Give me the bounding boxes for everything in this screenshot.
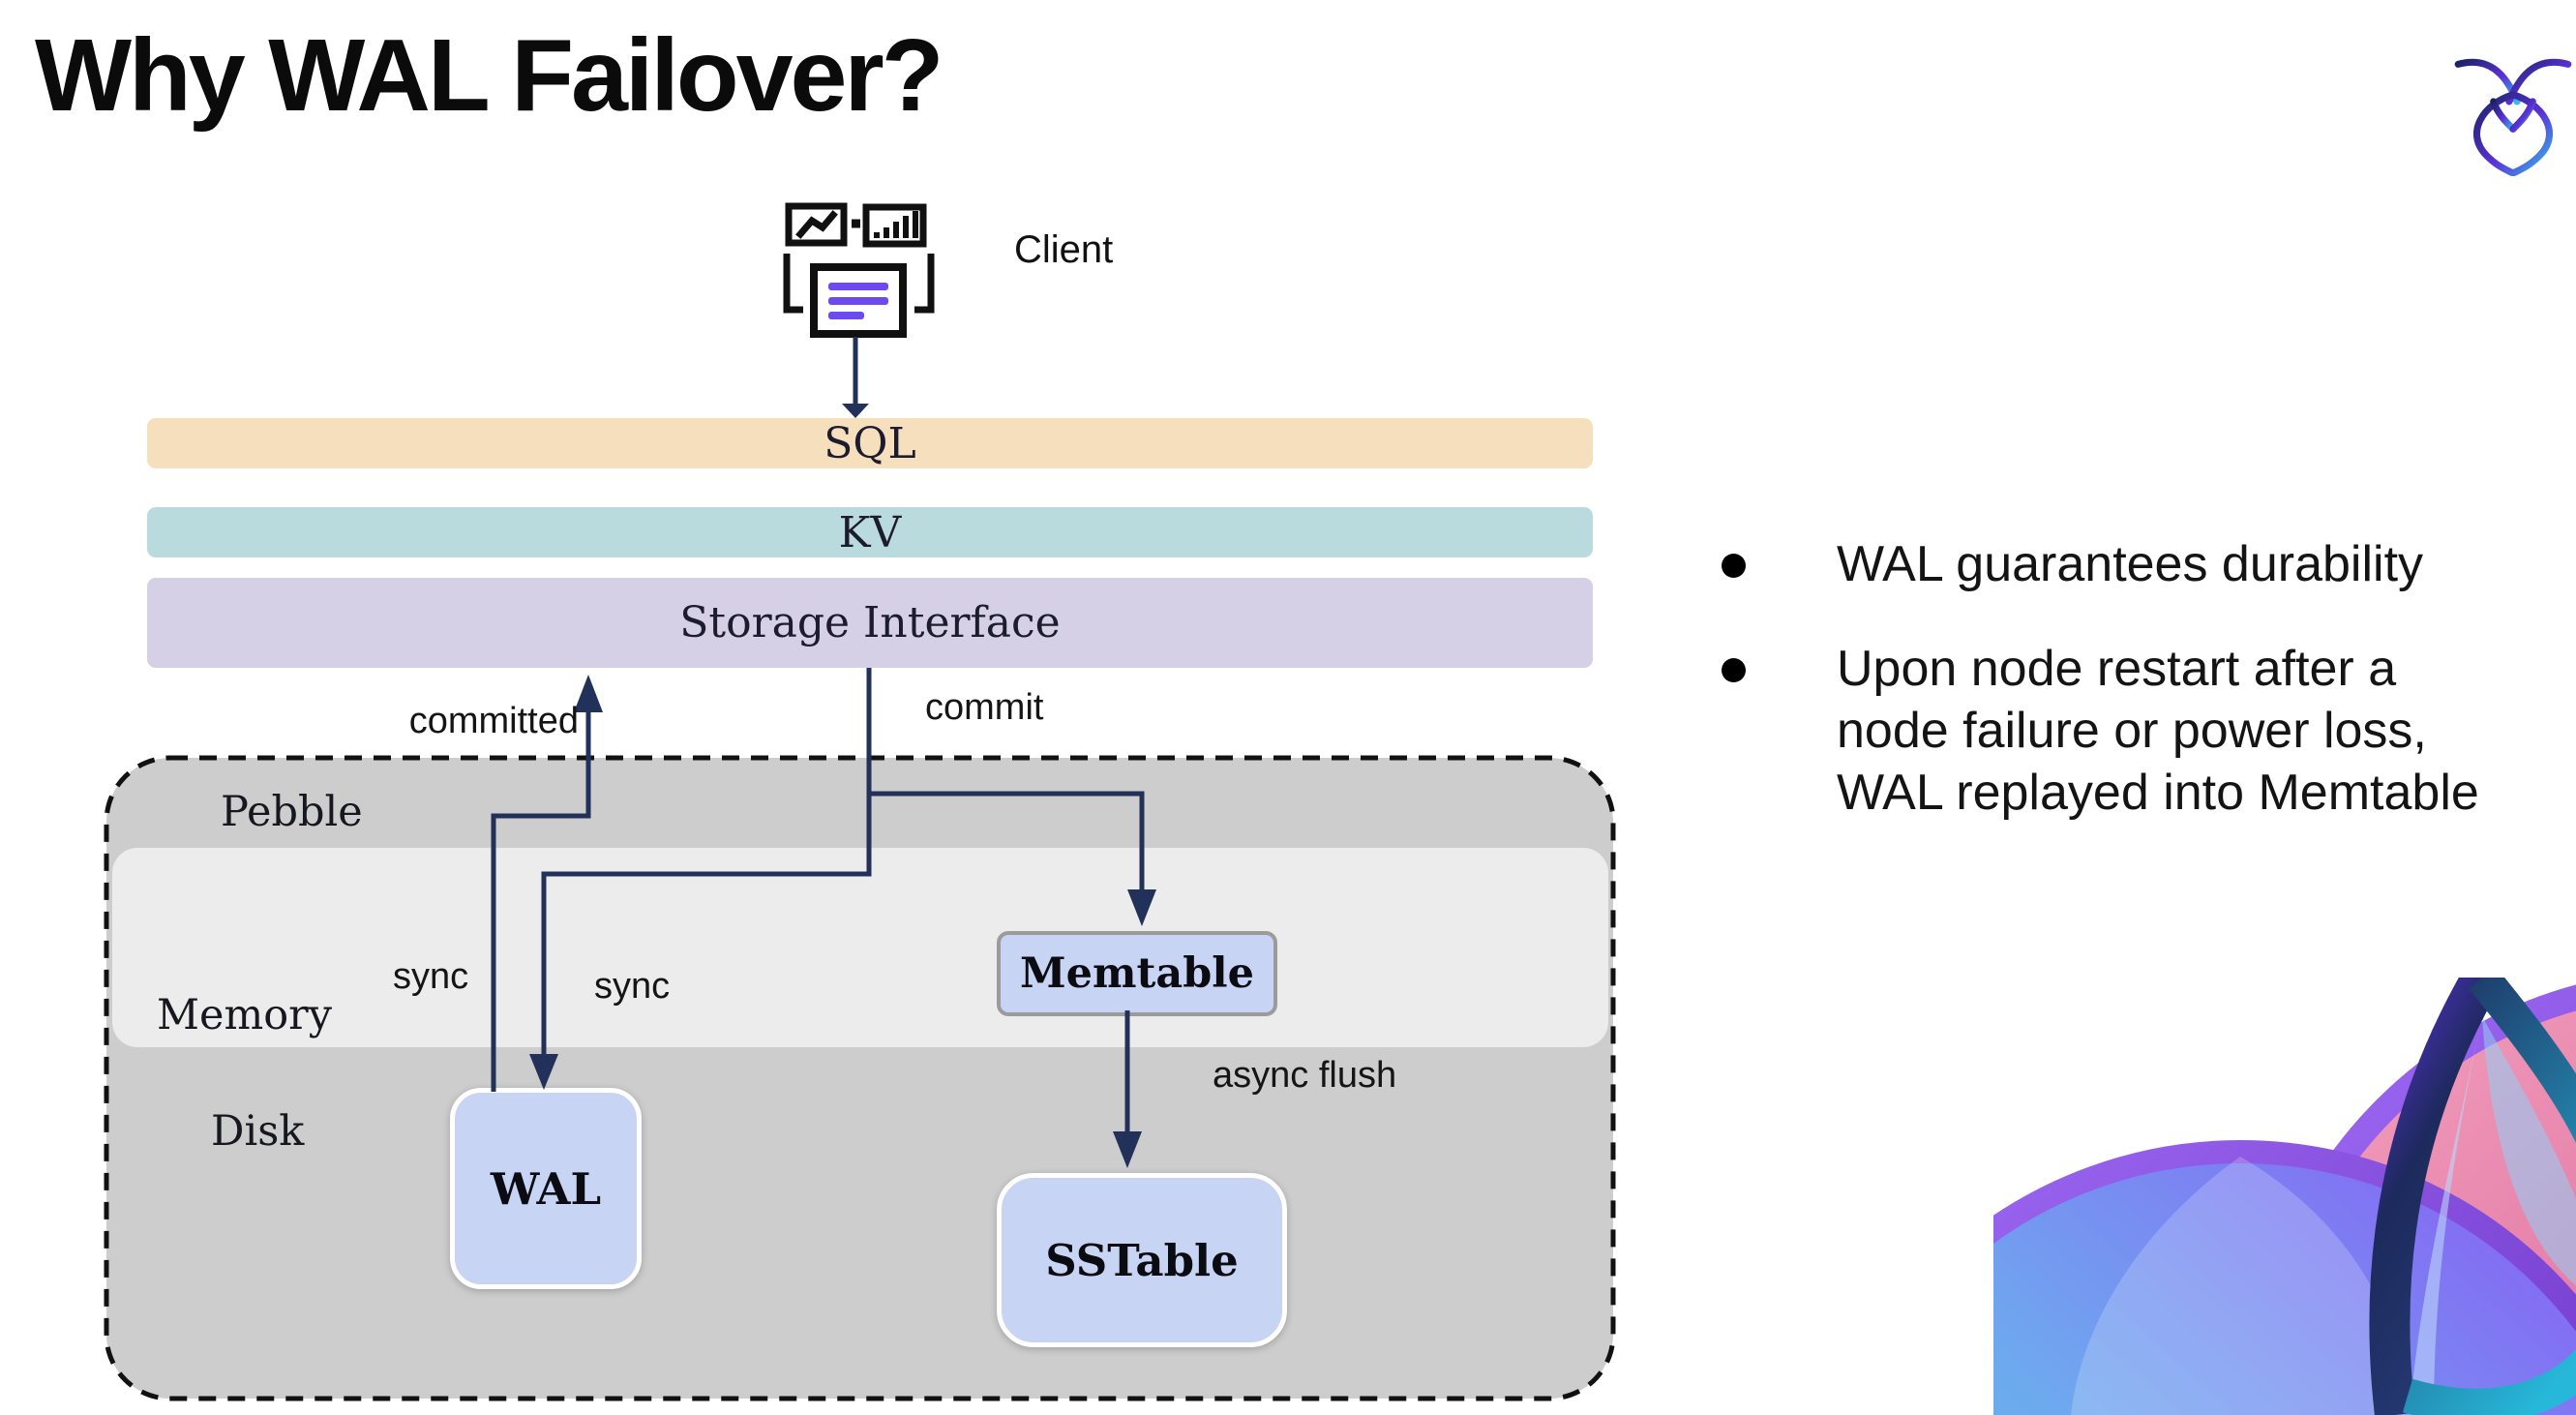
wal-label: WAL: [490, 1162, 602, 1215]
bullet-icon: [1722, 554, 1746, 578]
monitor-brackets: [783, 254, 935, 314]
client-label: Client: [1014, 228, 1114, 271]
cockroachdb-logo-icon: [2454, 58, 2572, 176]
sstable-node: SSTable: [997, 1173, 1287, 1347]
commit-label: commit: [925, 687, 1044, 728]
memtable-node: Memtable: [997, 931, 1277, 1016]
async-flush-label: async flush: [1213, 1055, 1397, 1096]
list-item: Upon node restart after a node failure o…: [1708, 639, 2576, 825]
memory-zone: [112, 848, 1608, 1047]
bullet-list: WAL guarantees durability Upon node rest…: [1708, 534, 2576, 825]
bullet-icon: [1722, 657, 1746, 682]
page-title: Why WAL Failover?: [35, 18, 944, 133]
memtable-label: Memtable: [1020, 949, 1254, 998]
sstable-label: SSTable: [1045, 1234, 1239, 1286]
sync-left-label: sync: [393, 956, 469, 997]
wal-node: WAL: [450, 1088, 642, 1289]
blue-sphere-rim: [1993, 1140, 2576, 1333]
sphere-highlight: [2071, 1157, 2410, 1415]
bullet-text: WAL guarantees durability: [1837, 536, 2424, 592]
memory-label: Memory: [157, 991, 332, 1039]
leaf-vein-loop: [2402, 978, 2576, 1415]
layer-sql: SQL: [147, 418, 1593, 468]
brand-artwork: [1993, 978, 2576, 1415]
leaf-petal: [2482, 1016, 2576, 1286]
document-text-lines: [828, 283, 888, 319]
layer-kv: KV: [147, 507, 1593, 557]
committed-label: committed: [408, 701, 579, 741]
bullet-text: Upon node restart after a node failure o…: [1837, 640, 2479, 821]
pebble-label: Pebble: [221, 788, 363, 836]
arrowhead-client: [842, 404, 869, 418]
leaf-petal: [2410, 1016, 2482, 1415]
layer-storage-interface: Storage Interface: [147, 578, 1593, 668]
client-devices-icon: [783, 202, 935, 338]
layer-storage-label: Storage Interface: [679, 598, 1061, 647]
sync-right-label: sync: [594, 966, 671, 1007]
bar-chart-bars: [874, 211, 918, 238]
layer-kv-label: KV: [838, 507, 902, 557]
leaf-vein-main: [2369, 978, 2501, 1415]
layer-sql-label: SQL: [824, 418, 916, 468]
list-item: WAL guarantees durability: [1708, 534, 2576, 596]
disk-label: Disk: [211, 1107, 305, 1156]
